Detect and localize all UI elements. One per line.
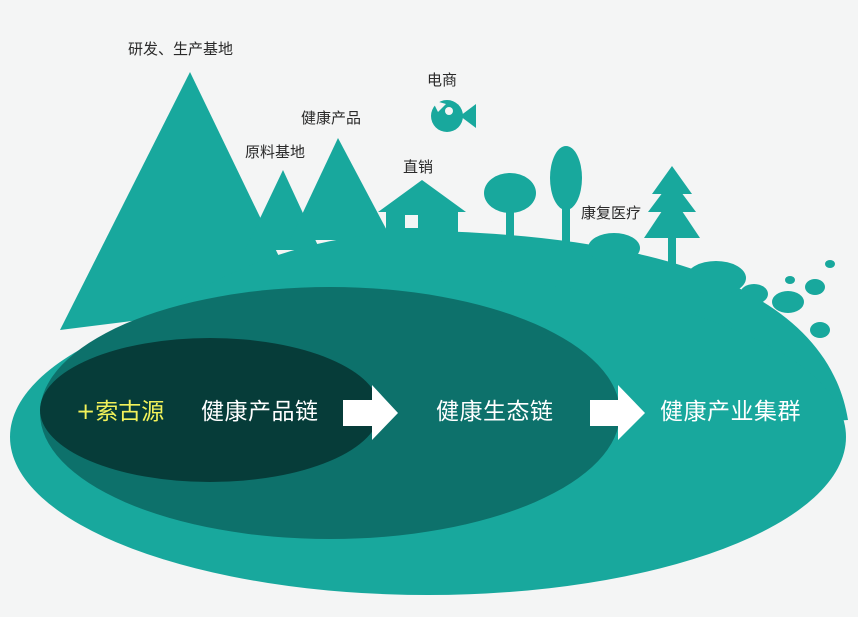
bubble — [805, 279, 825, 295]
label-direct-sales: 直销 — [403, 158, 434, 176]
label-rehab-medical: 康复医疗 — [581, 204, 642, 222]
bubble — [825, 260, 835, 268]
industry-cluster-label: 健康产业集群 — [660, 399, 801, 425]
bubble — [588, 233, 640, 263]
house-icon — [378, 180, 466, 242]
bubble — [686, 261, 746, 295]
inner-ellipse — [40, 338, 380, 482]
label-raw-material-base: 原料基地 — [245, 143, 306, 161]
mountain-large — [60, 72, 300, 330]
label-rnd-base: 研发、生产基地 — [128, 40, 234, 58]
bubble — [772, 291, 804, 313]
product-chain-label: 健康产品链 — [201, 399, 319, 425]
bubble — [810, 322, 830, 338]
tree-icon — [484, 173, 536, 241]
ecology-chain-label: 健康生态链 — [436, 399, 554, 425]
arrow-right-icon — [590, 385, 645, 440]
bubble — [740, 284, 768, 304]
pine-tree-icon — [644, 166, 700, 268]
label-health-products: 健康产品 — [301, 109, 362, 127]
arrow-right-icon — [343, 385, 398, 440]
tree-icon — [550, 146, 582, 246]
fish-icon — [431, 100, 476, 132]
label-ecommerce: 电商 — [427, 71, 458, 89]
brand-label: +索古源 — [76, 399, 165, 425]
mountain-medium — [290, 138, 392, 240]
bubble — [785, 276, 795, 284]
